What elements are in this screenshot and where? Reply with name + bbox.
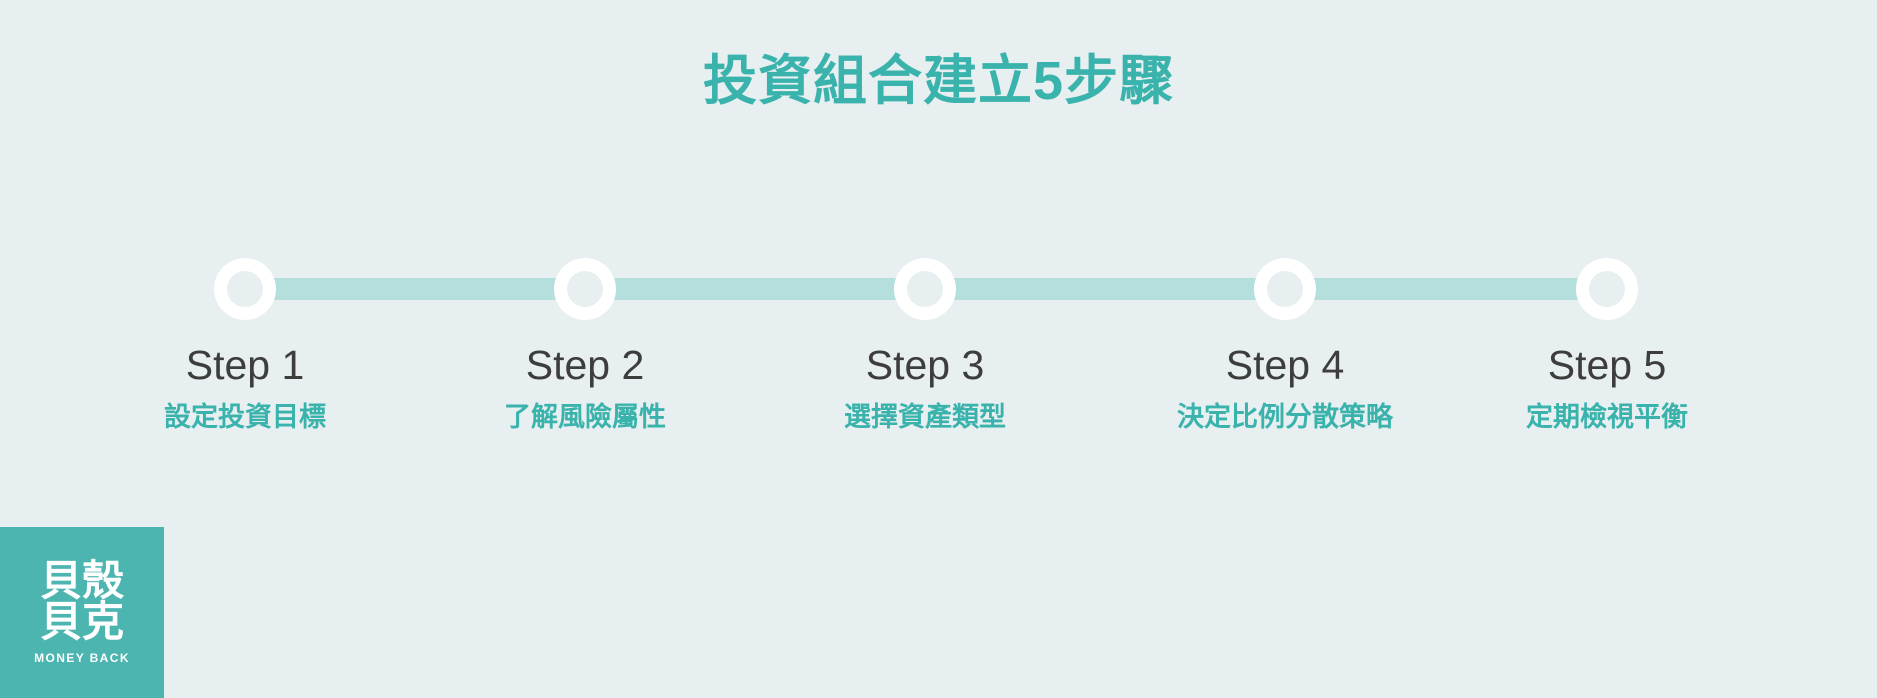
brand-logo: 貝殼貝克 MONEY BACK bbox=[0, 527, 164, 698]
timeline-step-4[interactable]: Step 4 決定比例分散策略 bbox=[1155, 200, 1415, 434]
timeline-step-5[interactable]: Step 5 定期檢視平衡 bbox=[1477, 200, 1737, 434]
step-description-1: 設定投資目標 bbox=[164, 402, 326, 433]
step-label-1: Step 1 bbox=[185, 342, 305, 388]
step-description-3: 選擇資產類型 bbox=[844, 402, 1006, 433]
brand-logo-english-text: MONEY BACK bbox=[34, 651, 130, 666]
step-marker-icon-4[interactable] bbox=[1254, 258, 1316, 320]
step-marker-icon-2[interactable] bbox=[554, 258, 616, 320]
step-marker-icon-1[interactable] bbox=[214, 258, 276, 320]
step-label-5: Step 5 bbox=[1547, 342, 1667, 388]
page-title: 投資組合建立5步驟 bbox=[702, 51, 1175, 111]
step-label-3: Step 3 bbox=[865, 342, 985, 388]
step-label-4: Step 4 bbox=[1225, 342, 1345, 388]
step-description-4: 決定比例分散策略 bbox=[1177, 402, 1393, 433]
step-label-2: Step 2 bbox=[525, 342, 645, 388]
step-marker-icon-5[interactable] bbox=[1576, 258, 1638, 320]
timeline-step-1[interactable]: Step 1 設定投資目標 bbox=[115, 200, 375, 434]
step-marker-icon-3[interactable] bbox=[894, 258, 956, 320]
timeline-step-3[interactable]: Step 3 選擇資產類型 bbox=[795, 200, 1055, 434]
timeline: Step 1 設定投資目標 Step 2 了解風險屬性 Step 3 選擇資產類… bbox=[0, 200, 1877, 460]
timeline-step-2[interactable]: Step 2 了解風險屬性 bbox=[455, 200, 715, 434]
brand-logo-cjk-text: 貝殼貝克 bbox=[39, 556, 124, 645]
step-description-2: 了解風險屬性 bbox=[504, 402, 666, 433]
step-description-5: 定期檢視平衡 bbox=[1526, 402, 1688, 433]
